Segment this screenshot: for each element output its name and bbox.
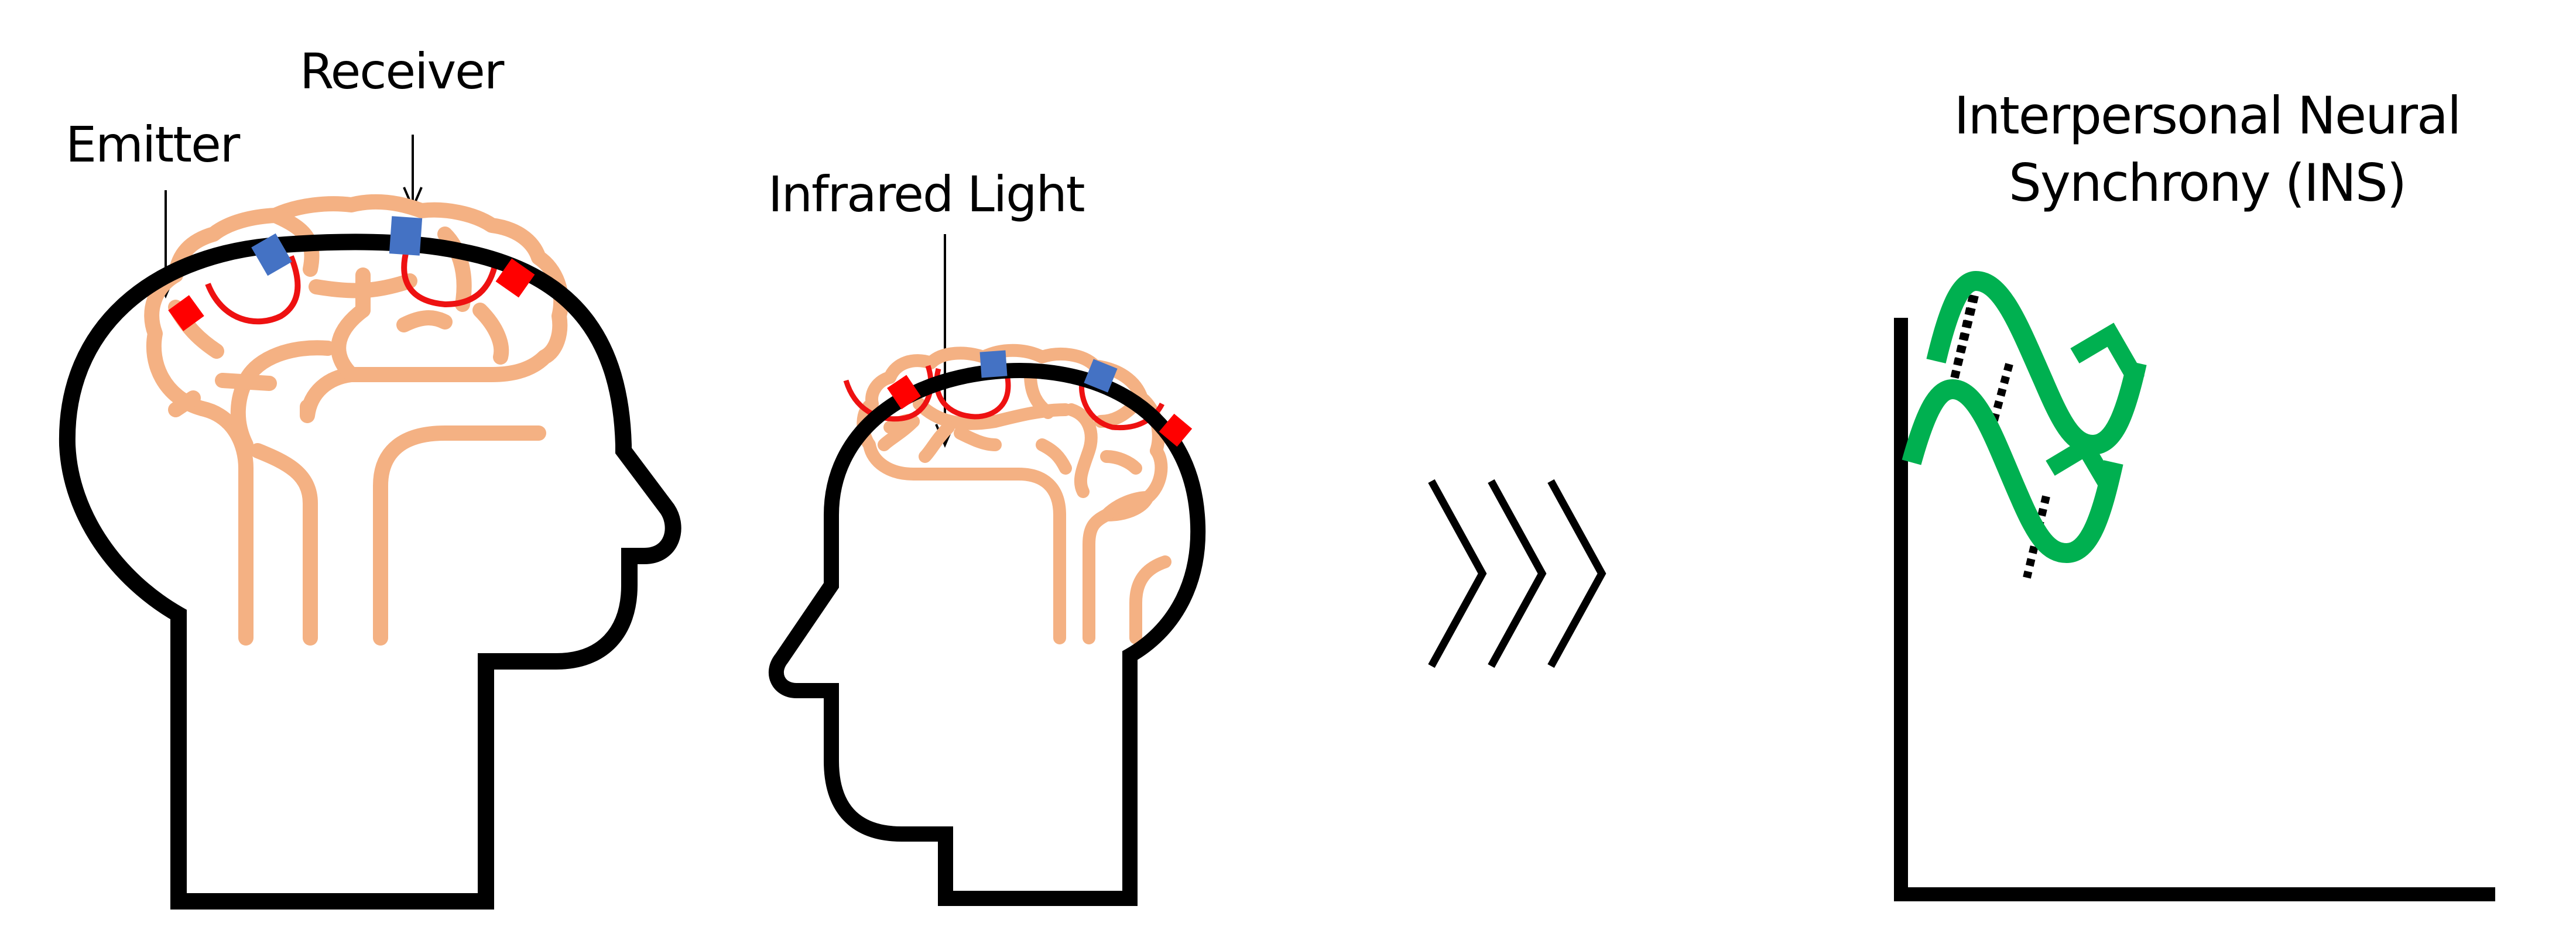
signal-wave-bottom <box>1902 379 2123 564</box>
infrared-path-arc <box>205 255 301 325</box>
triple-chevron-right-icon <box>1428 479 1606 668</box>
arrow-head-bottom <box>2046 435 2116 492</box>
infrared-path-arc <box>934 368 1011 420</box>
emitter-sensor <box>495 258 535 298</box>
emitter-sensor <box>887 375 921 410</box>
ins-title-line1: Interpersonal Neural <box>1954 85 2462 146</box>
receiver-label: Receiver <box>300 43 504 100</box>
arrow-head-top <box>2070 322 2145 385</box>
receiver-sensor <box>389 216 423 256</box>
graph-axes <box>1894 318 2495 901</box>
receiver-sensor <box>979 350 1008 378</box>
synchronized-waves-graph-icon <box>1894 270 2495 901</box>
infrared-light-label: Infrared Light <box>768 166 1085 223</box>
sync-dotted-lines <box>1948 294 1977 387</box>
head-profile-facing-right-icon <box>59 194 681 910</box>
receiver-pointer-arrow <box>403 135 423 211</box>
receiver-sensor <box>1084 359 1118 393</box>
ins-title-line2: Synchrony (INS) <box>2008 153 2407 213</box>
emitter-label: Emitter <box>66 116 240 173</box>
ins-title: Interpersonal Neural Synchrony (INS) <box>1897 82 2517 217</box>
emitter-sensor <box>1159 413 1193 447</box>
signal-wave-top <box>1926 270 2147 455</box>
emitter-sensor <box>168 295 204 331</box>
receiver-sensor <box>251 233 292 276</box>
head-profile-facing-left-icon <box>768 344 1206 906</box>
brain-icon <box>857 344 1171 644</box>
infrared-path-arc <box>401 248 498 308</box>
